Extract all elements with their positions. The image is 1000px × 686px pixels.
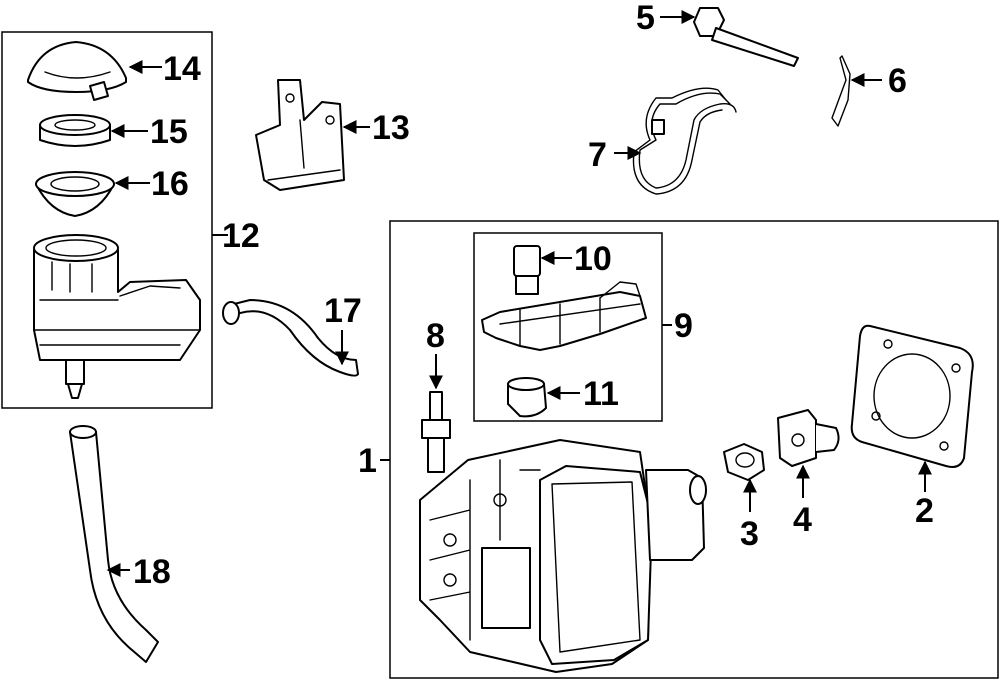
reservoir-cap: [27, 41, 127, 101]
callout-9: 9: [674, 307, 693, 345]
callout-13: 13: [372, 109, 410, 147]
long-hose: [69, 425, 159, 663]
callout-6: 6: [888, 62, 907, 100]
seal-ring: [39, 114, 111, 147]
callout-11: 11: [583, 375, 619, 413]
wiring-harness: [481, 281, 647, 351]
callout-7: 7: [588, 136, 607, 174]
callout-5: 5: [636, 0, 655, 37]
sensor-group-box: [473, 232, 663, 422]
leader-lines: [106, 10, 932, 577]
reservoir-group-box: [1, 31, 213, 409]
callout-labels: 14 15 16 12 13 17 18 5 6 7 10 9 11 8 1 3…: [133, 0, 934, 591]
retaining-clip: [831, 55, 851, 127]
callout-8: 8: [426, 317, 445, 355]
abs-booster-unit: [419, 439, 707, 673]
callout-16: 16: [151, 165, 189, 203]
callout-3: 3: [740, 515, 759, 553]
callout-1: 1: [358, 442, 377, 480]
stud-bolt: [421, 391, 451, 473]
grommet: [723, 443, 765, 481]
mount-bushing: [777, 409, 840, 467]
callout-17: 17: [324, 292, 362, 330]
short-hose: [222, 299, 359, 377]
brake-line: [632, 87, 737, 195]
bracket: [255, 79, 345, 191]
reservoir-body: [33, 234, 201, 399]
cap-nut: [507, 377, 547, 418]
callout-12: 12: [222, 217, 260, 255]
gasket: [850, 324, 974, 468]
long-bolt: [693, 7, 799, 67]
callout-2: 2: [915, 492, 934, 530]
strainer: [35, 171, 115, 217]
callout-15: 15: [150, 113, 188, 151]
pressure-sensor: [513, 245, 541, 295]
callout-4: 4: [793, 501, 812, 539]
callout-18: 18: [133, 553, 171, 591]
callout-10: 10: [574, 240, 612, 278]
callout-14: 14: [163, 50, 201, 88]
abs-unit-group-box: [389, 220, 999, 679]
